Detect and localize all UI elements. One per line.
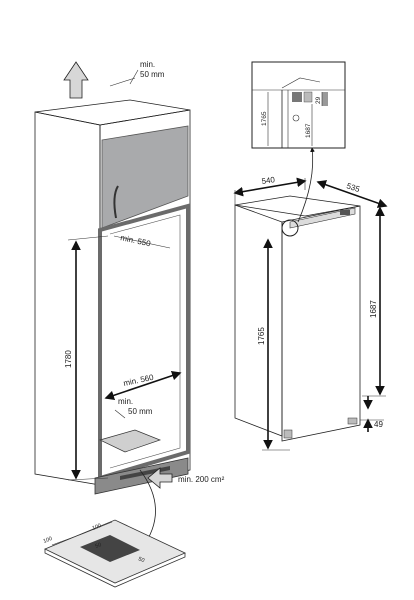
plinth bbox=[94, 457, 189, 495]
niche-inner-edge bbox=[109, 214, 181, 469]
inset-top-label: 29 bbox=[315, 96, 322, 104]
upper-door bbox=[101, 125, 189, 229]
inset-door-label: 1687 bbox=[305, 123, 312, 138]
top-clearance-min-label: min. bbox=[140, 60, 155, 69]
bottom-clearance-min-label: min. bbox=[118, 397, 133, 406]
appliance-width-dimension bbox=[233, 177, 307, 197]
niche-width-dimension bbox=[104, 371, 182, 400]
detail-circle bbox=[281, 219, 299, 237]
base-vent-hole bbox=[80, 535, 140, 562]
top-hinge-strip bbox=[289, 207, 356, 229]
cabinet-drawing: min. 50 mm 1780 min. 550 min. 560 min. 5… bbox=[34, 60, 225, 549]
inset-detail: 1765 1687 29 bbox=[251, 61, 346, 149]
vent-area-label: min. 200 cm² bbox=[178, 475, 225, 484]
appliance-depth-label: 535 bbox=[345, 181, 361, 194]
hinge-icon bbox=[340, 210, 350, 215]
cabinet-side-panel bbox=[34, 111, 101, 486]
base-dim-a-label: 100 bbox=[43, 536, 54, 545]
inset-height-label: 1765 bbox=[261, 111, 268, 126]
appliance-depth-dimension bbox=[316, 180, 388, 208]
air-inlet-arrow-icon bbox=[147, 467, 173, 489]
inset-frame bbox=[251, 61, 346, 149]
top-clearance-value-label: 50 mm bbox=[140, 70, 165, 79]
base-dim-c-label: 50 bbox=[95, 542, 103, 550]
appliance-height-label: 1765 bbox=[257, 327, 266, 345]
bottom-clearance-value-label: 50 mm bbox=[128, 407, 153, 416]
floor-vent-opening bbox=[99, 429, 162, 453]
inset-hinge-block bbox=[292, 92, 302, 102]
niche-opening bbox=[98, 203, 190, 481]
plinth-vent-slot bbox=[120, 466, 170, 480]
base-plate-detail: 100 100 50 50 bbox=[43, 519, 186, 588]
air-outlet-arrow-icon bbox=[63, 61, 89, 99]
door-handle bbox=[113, 185, 119, 219]
door-height-label: 1687 bbox=[369, 300, 378, 318]
base-dim-b-label: 100 bbox=[92, 523, 103, 532]
niche-height-label: 1780 bbox=[64, 350, 73, 368]
base-dim-d-label: 50 bbox=[137, 556, 145, 564]
top-clearance-leader bbox=[109, 77, 136, 87]
base-offset-label: 49 bbox=[374, 420, 383, 429]
appliance-drawing: 540 535 1765 1687 49 bbox=[233, 147, 388, 451]
detail-leader-arrow bbox=[297, 147, 315, 223]
appliance-side bbox=[234, 204, 283, 437]
cabinet-top bbox=[34, 99, 191, 126]
appliance-width-label: 540 bbox=[261, 175, 276, 186]
appliance-front bbox=[281, 205, 361, 442]
